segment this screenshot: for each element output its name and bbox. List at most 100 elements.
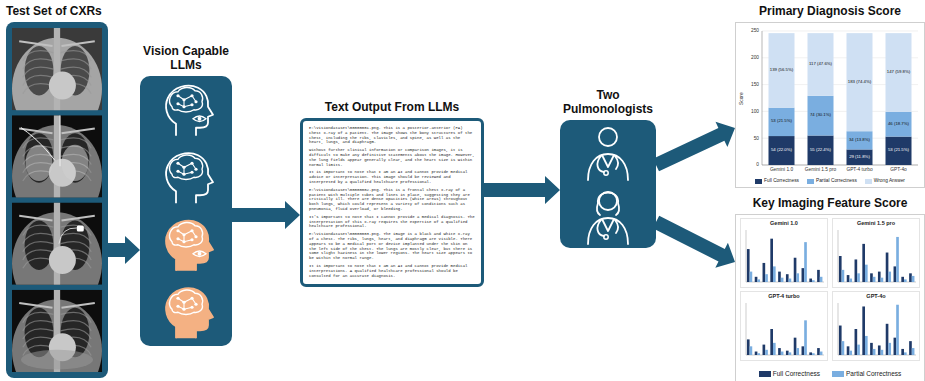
brain-outline xyxy=(170,87,203,112)
xray-clavicle xyxy=(62,303,95,308)
circuit-node xyxy=(182,308,185,311)
bar xyxy=(755,277,758,282)
panel-heading: Text Output From LLMs xyxy=(300,100,484,114)
bar xyxy=(812,280,815,282)
circuit-node xyxy=(182,105,185,108)
stethoscope xyxy=(615,156,618,169)
bar xyxy=(757,279,760,282)
bar xyxy=(862,244,865,282)
subchart-panel: Gemini 1.0 xyxy=(740,218,828,288)
chest-xray xyxy=(12,203,102,285)
brain-outline xyxy=(170,155,203,180)
doctor-head xyxy=(599,128,617,146)
xray-stack xyxy=(6,22,108,378)
bar xyxy=(862,306,865,355)
bar xyxy=(750,272,753,282)
coat-collar xyxy=(602,219,614,231)
axis-line xyxy=(746,230,747,282)
bar-segment xyxy=(847,131,873,149)
brain-circuit xyxy=(178,298,196,309)
bar xyxy=(886,253,889,282)
axis-tick-label: 250 xyxy=(742,28,759,33)
bar xyxy=(865,336,868,355)
circuit-node xyxy=(176,170,179,173)
circuit-node xyxy=(176,102,179,105)
xray-device xyxy=(77,226,84,232)
panel-group: Primary Diagnosis Score250200150100500Sc… xyxy=(735,4,925,188)
xray-lead xyxy=(59,228,77,244)
bar xyxy=(855,329,858,355)
panel-heading: Key Imaging Feature Score xyxy=(735,196,925,210)
legend-label: Partial Correctness xyxy=(846,370,901,378)
bar xyxy=(865,265,868,282)
subchart-panel: Gemini 1.5 pro xyxy=(832,218,920,288)
bar-segment xyxy=(808,96,834,136)
eye-symbol xyxy=(193,116,206,122)
bar xyxy=(901,349,904,355)
legend-entry: Partial Correctness xyxy=(807,178,857,184)
bar-value-label: 183 (74.4%) xyxy=(847,33,873,131)
panel-group: Two Pulmonologists xyxy=(560,88,656,248)
bar-segment xyxy=(847,149,873,165)
doc-panel: E:\visiondataset\00000001.png. This is a… xyxy=(300,118,484,287)
circuit-node xyxy=(182,173,185,176)
bar xyxy=(857,273,860,282)
bar xyxy=(912,276,915,282)
bar xyxy=(770,329,773,355)
bar xyxy=(817,348,820,355)
bar xyxy=(781,352,784,355)
llm-head-icon xyxy=(166,288,213,338)
bar xyxy=(802,268,805,282)
xray-clavicle xyxy=(62,216,95,221)
axis-tick-label: 100 xyxy=(742,109,759,114)
bar xyxy=(912,348,915,355)
bar-segment xyxy=(769,33,795,108)
bar xyxy=(881,350,884,355)
doctor-hair xyxy=(598,193,619,216)
panel-group: Key Imaging Feature ScoreGemini 1.0Gemin… xyxy=(735,196,925,381)
circuit-node xyxy=(182,240,185,243)
circuit-node xyxy=(190,171,193,174)
bar xyxy=(747,339,750,355)
legend-entry: Full Correctness xyxy=(759,370,820,378)
bar xyxy=(909,273,912,282)
xray-tube xyxy=(60,115,61,166)
bar xyxy=(873,349,876,355)
chest-xray xyxy=(12,115,102,197)
block-arrow xyxy=(484,176,560,204)
circuit-node xyxy=(182,233,185,236)
axis-title: Score xyxy=(738,92,743,105)
legend-entry: Partial Correctness xyxy=(832,370,901,378)
bar xyxy=(904,279,907,282)
legend-swatch xyxy=(832,371,844,377)
xray-clavicle xyxy=(62,128,95,133)
axis-line xyxy=(838,230,839,282)
block-arrow xyxy=(232,201,300,229)
circuit-node xyxy=(194,100,197,103)
panel-heading: Test Set of CXRs xyxy=(6,4,108,18)
xray-opacity xyxy=(62,145,89,181)
legend-entry: Full Correctness xyxy=(755,178,799,184)
circuit-node xyxy=(182,301,185,304)
circuit-node xyxy=(194,303,197,306)
bar-segment xyxy=(886,137,912,165)
bar xyxy=(909,341,912,355)
panel-heading: Two Pulmonologists xyxy=(560,88,656,116)
bar-segment xyxy=(769,136,795,165)
bar xyxy=(847,275,850,282)
axis-line xyxy=(838,303,839,355)
bar xyxy=(796,348,799,355)
eye-pupil xyxy=(198,117,202,121)
category-label: Gemini 1.5 pro xyxy=(801,167,841,172)
bar-value-label: 74 (30.1%) xyxy=(808,96,834,136)
panel-group: Vision Capable LLMs xyxy=(140,44,232,346)
stethoscope-head xyxy=(604,171,608,175)
bar xyxy=(789,279,792,282)
bar xyxy=(894,338,897,355)
grouped-bar-chart xyxy=(741,228,827,287)
xray-clavicle xyxy=(19,41,52,46)
bar xyxy=(796,273,799,282)
subchart-panel: GPT-4 turbo xyxy=(740,291,828,361)
bar xyxy=(847,346,850,355)
circuit-node xyxy=(176,305,179,308)
